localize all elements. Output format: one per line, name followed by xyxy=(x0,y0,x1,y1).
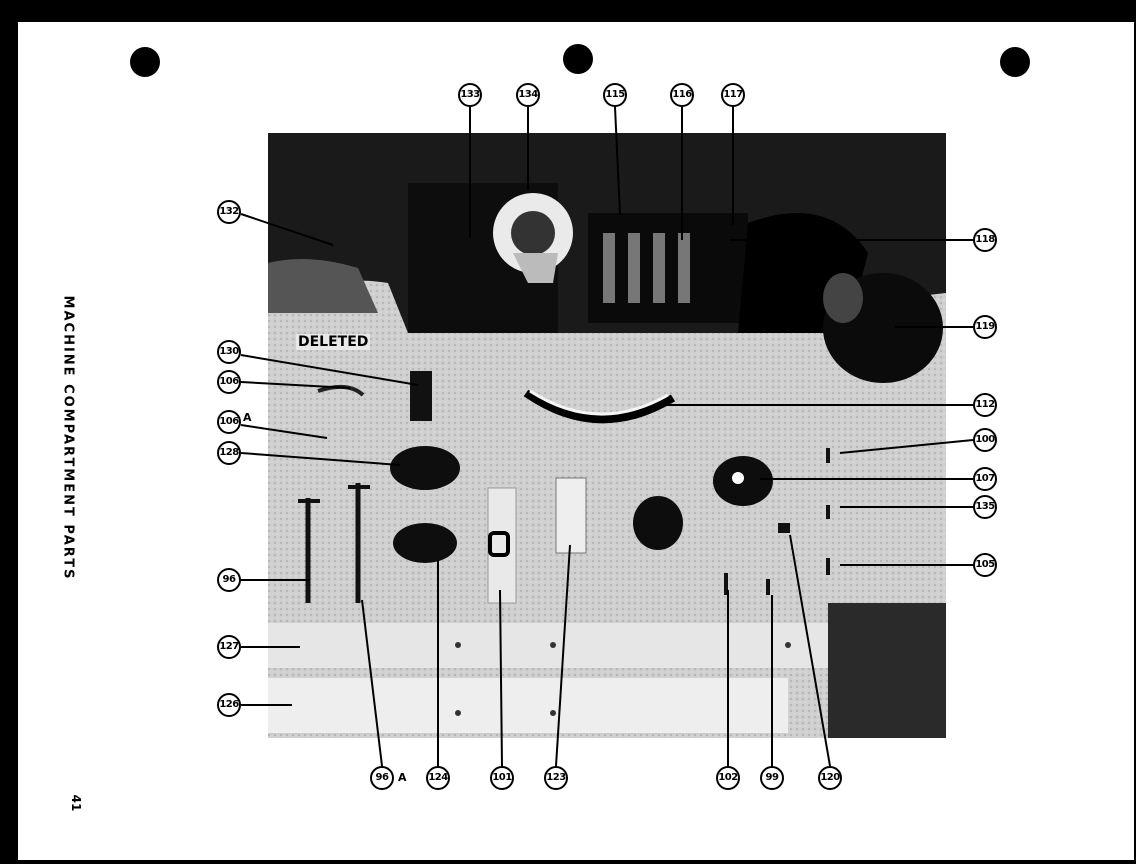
callout-115: 115 xyxy=(603,83,627,107)
callout-101: 101 xyxy=(490,766,514,790)
callout-117: 117 xyxy=(721,83,745,107)
callout-112: 112 xyxy=(973,393,997,417)
callout-118: 118 xyxy=(973,228,997,252)
callout-132: 132 xyxy=(217,200,241,224)
callout-119: 119 xyxy=(973,315,997,339)
callout-100: 100 xyxy=(973,428,997,452)
callout-96: 96 xyxy=(217,568,241,592)
callout-126: 126 xyxy=(217,693,241,717)
callout-128: 128 xyxy=(217,441,241,465)
callout-96a-suffix: A xyxy=(398,771,407,784)
callout-124: 124 xyxy=(426,766,450,790)
deleted-label: DELETED xyxy=(296,334,371,350)
callout-134: 134 xyxy=(516,83,540,107)
callout-116: 116 xyxy=(670,83,694,107)
callout-99: 99 xyxy=(760,766,784,790)
callout-135: 135 xyxy=(973,495,997,519)
callout-123: 123 xyxy=(544,766,568,790)
callout-127: 127 xyxy=(217,635,241,659)
callout-106a-suffix: A xyxy=(243,411,252,424)
parts-photo-drawing xyxy=(268,133,946,738)
callout-130: 130 xyxy=(217,340,241,364)
callout-106a: 106 xyxy=(217,410,241,434)
binder-hole-right xyxy=(1000,47,1030,77)
callout-106: 106 xyxy=(217,370,241,394)
callout-105: 105 xyxy=(973,553,997,577)
callout-96a: 96 xyxy=(370,766,394,790)
callout-102: 102 xyxy=(716,766,740,790)
callout-107: 107 xyxy=(973,467,997,491)
binder-hole-center xyxy=(563,44,593,74)
callout-133: 133 xyxy=(458,83,482,107)
binder-hole-left xyxy=(130,47,160,77)
parts-photo xyxy=(268,133,946,738)
callout-120: 120 xyxy=(818,766,842,790)
